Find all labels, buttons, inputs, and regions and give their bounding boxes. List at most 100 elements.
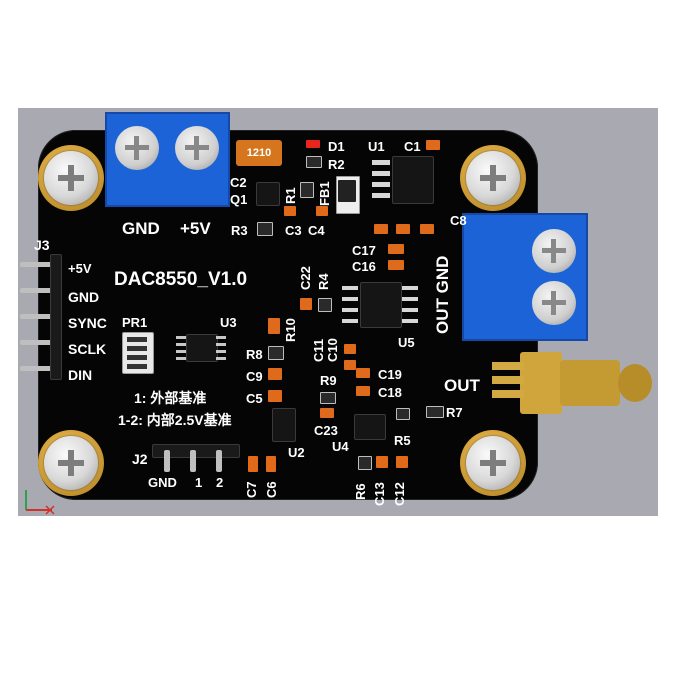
label-c8: C8 — [450, 213, 467, 228]
u5-pad — [342, 286, 358, 290]
sma-connector-barrel — [560, 360, 620, 406]
c8-capacitor — [374, 224, 388, 234]
j3-pin-5 — [20, 366, 52, 371]
u3-pin — [176, 336, 186, 339]
u1-pad — [372, 193, 390, 198]
label-r10: R10 — [283, 318, 298, 342]
label-out: OUT — [444, 376, 480, 395]
u5-pad — [402, 286, 418, 290]
label-c10: C10 — [325, 338, 340, 362]
u5-pad — [342, 308, 358, 312]
mounting-hole-top-right — [460, 145, 526, 211]
mounting-hole-bottom-left — [38, 430, 104, 496]
label-c1: C1 — [404, 139, 421, 154]
u5-pad — [402, 319, 418, 323]
label-c18: C18 — [378, 385, 402, 400]
r4-resistor — [318, 298, 332, 312]
label-c6: C6 — [264, 481, 279, 498]
u3-pin — [176, 357, 186, 360]
note-external-reference: 1: 外部基准 — [134, 390, 207, 406]
label-j3-pin-sync: SYNC — [68, 315, 107, 331]
pr1-element — [127, 337, 147, 342]
label-j3-pin-din: DIN — [68, 367, 93, 383]
c23-capacitor — [320, 408, 334, 418]
pr1-element — [127, 364, 147, 369]
label-c7: C7 — [244, 481, 259, 498]
u5-chip — [360, 282, 402, 328]
j2-pin-3 — [216, 450, 222, 472]
u3-pin — [176, 350, 186, 353]
q1-transistor — [256, 182, 280, 206]
c13-capacitor — [376, 456, 388, 468]
u1-pad — [372, 160, 390, 165]
axis-indicator — [25, 490, 55, 515]
c10-capacitor — [344, 360, 356, 370]
c12-capacitor — [396, 456, 408, 468]
label-r5: R5 — [394, 433, 411, 448]
note-internal-reference: 1-2: 内部2.5V基准 — [118, 412, 232, 428]
u5-pad — [402, 308, 418, 312]
u3-chip — [186, 334, 218, 362]
u5-pad — [402, 297, 418, 301]
label-q1: Q1 — [230, 192, 248, 207]
u3-pin — [216, 336, 226, 339]
j3-pin-3 — [20, 314, 52, 319]
r10-capacitor — [268, 318, 280, 334]
u5-pad — [342, 319, 358, 323]
label-r7: R7 — [446, 405, 463, 420]
c7-capacitor — [248, 456, 258, 472]
label-r1: R1 — [283, 187, 298, 204]
c16-capacitor — [388, 260, 404, 270]
label-u2: U2 — [288, 445, 305, 460]
label-5v-power: +5V — [180, 219, 211, 238]
c5-capacitor — [268, 390, 282, 402]
label-j3: J3 — [34, 237, 50, 253]
label-c11: C11 — [311, 338, 326, 362]
board-title: DAC8550_V1.0 — [114, 269, 248, 290]
u2-chip — [272, 408, 296, 442]
sma-connector-tip — [618, 364, 652, 402]
label-c22: C22 — [298, 266, 313, 290]
j3-header-body — [50, 254, 62, 380]
label-r3: R3 — [231, 223, 248, 238]
label-u5: U5 — [398, 335, 415, 350]
label-u1: U1 — [368, 139, 385, 154]
label-c9: C9 — [246, 369, 263, 384]
label-j2-1: 1 — [195, 475, 203, 490]
u4-chip — [354, 414, 386, 440]
u1-chip — [392, 156, 434, 204]
cap-1210: 1210 — [236, 140, 282, 166]
c4-capacitor — [316, 206, 328, 216]
label-j2: J2 — [132, 451, 148, 467]
r3-resistor — [257, 222, 273, 236]
j2-pin-2 — [190, 450, 196, 472]
u3-pin — [216, 350, 226, 353]
r5-resistor — [396, 408, 410, 420]
label-c3: C3 — [285, 223, 302, 238]
c6-capacitor — [266, 456, 276, 472]
label-c4: C4 — [308, 223, 325, 238]
label-r9: R9 — [320, 373, 337, 388]
label-j2-2: 2 — [216, 475, 224, 490]
c11-capacitor — [344, 344, 356, 354]
j2-pin-1 — [164, 450, 170, 472]
label-fb1: FB1 — [317, 181, 332, 206]
sma-connector-base — [520, 352, 562, 414]
c9-capacitor — [268, 368, 282, 380]
label-gnd-power: GND — [122, 219, 160, 238]
power-terminal-block — [105, 112, 230, 207]
u1-pad — [372, 171, 390, 176]
label-c12: C12 — [392, 482, 407, 506]
r7-resistor — [426, 406, 444, 418]
label-c13: C13 — [372, 482, 387, 506]
label-c5: C5 — [246, 391, 263, 406]
c22-capacitor — [300, 298, 312, 310]
label-u4: U4 — [332, 439, 349, 454]
u3-pin — [216, 343, 226, 346]
label-r4: R4 — [316, 273, 331, 290]
sma-pin — [492, 362, 524, 370]
label-c19: C19 — [378, 367, 402, 382]
sma-pin — [492, 390, 524, 398]
u5-pad — [342, 297, 358, 301]
terminal-screw-out — [532, 281, 576, 325]
